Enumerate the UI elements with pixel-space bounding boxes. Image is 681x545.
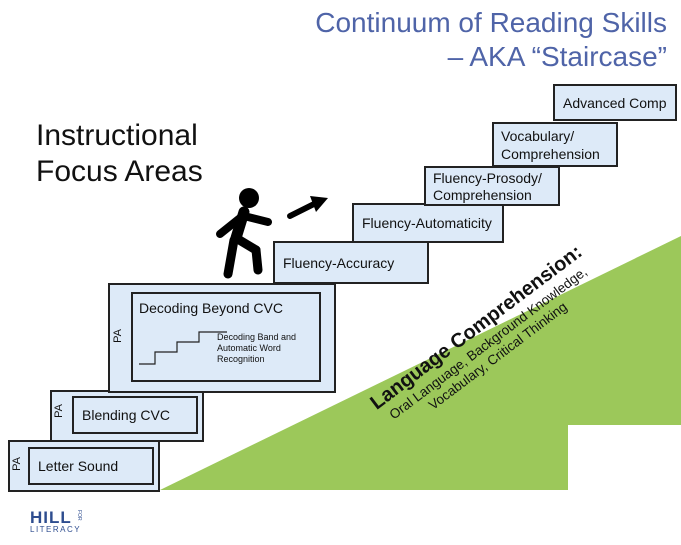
prosody-line-1: Fluency-Prosody/ [433,170,542,186]
green-wedge [160,236,681,490]
logo-for: FOR [76,510,82,521]
decoding-band-line-3: Recognition [217,354,265,364]
focus-areas-label: Instructional Focus Areas [36,118,203,190]
vocabulary-line-2: Comprehension [501,146,600,162]
arrow-shaft [287,201,317,219]
pa-label-3: PA [111,329,124,343]
climbing-figure-icon [216,188,328,279]
focus-line-2: Focus Areas [36,155,203,188]
step-decoding-beyond-cvc: Decoding Beyond CVC Decoding Band and Au… [131,292,321,382]
step-advanced-comp: Advanced Comp [553,84,677,121]
logo-main: HILL [30,508,72,527]
decoding-beyond-label: Decoding Beyond CVC [139,300,283,316]
focus-line-1: Instructional [36,119,198,152]
figure-head [239,188,259,208]
pa-label-1: PA [10,457,23,471]
decoding-band-line-1: Decoding Band and [217,332,297,342]
logo-sub: LITERACY [30,525,82,534]
step-vocabulary: Vocabulary/ Comprehension [492,122,618,167]
decoding-band-line-2: Automatic Word [217,343,281,353]
decoding-band-text: Decoding Band and Automatic Word Recogni… [217,332,296,365]
prosody-line-2: Comprehension [433,187,532,203]
step-letter-sound: Letter Sound [28,447,154,485]
slide-title: Continuum of Reading Skills – AKA “Stair… [315,6,667,74]
step-fluency-prosody: Fluency-Prosody/ Comprehension [424,166,560,206]
hill-literacy-logo: HILL FOR LITERACY [30,508,82,534]
white-patch [568,425,681,490]
pa-label-2: PA [52,404,65,418]
mini-staircase-icon [139,331,227,365]
title-line-2: – AKA “Staircase” [447,41,667,72]
title-line-1: Continuum of Reading Skills [315,7,667,38]
step-blending-cvc: Blending CVC [72,396,198,434]
step-fluency-automaticity: Fluency-Automaticity [352,203,504,243]
vocabulary-line-1: Vocabulary/ [501,128,575,144]
step-fluency-accuracy: Fluency-Accuracy [273,241,429,284]
arrow-head-icon [310,196,328,212]
